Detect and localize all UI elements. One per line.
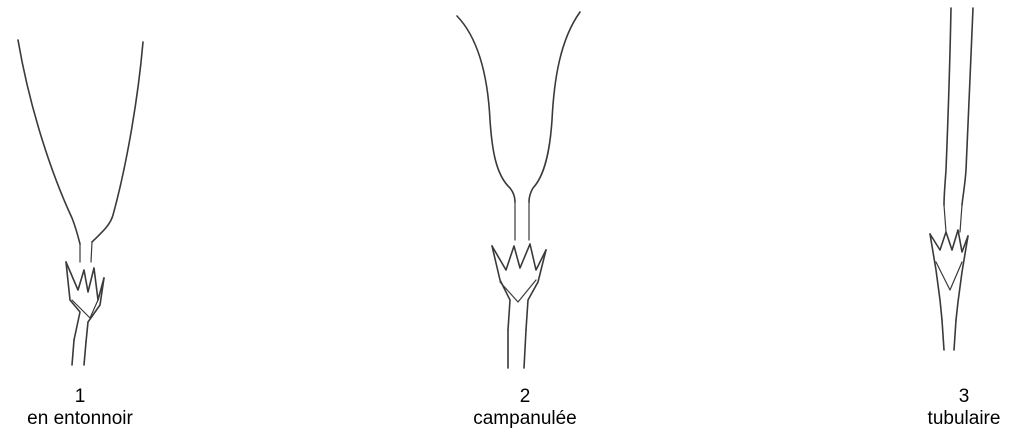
flower-tube-drawing [930, 8, 973, 350]
figure-label: tubulaire [914, 408, 1014, 430]
figure-number: 3 [914, 386, 1014, 408]
caption-funnel: 1 en entonnoir [0, 386, 160, 430]
figure-label: campanulée [440, 408, 610, 430]
flower-bell-drawing [457, 12, 580, 368]
flower-funnel-drawing [18, 40, 143, 365]
caption-bell: 2 campanulée [440, 386, 610, 430]
figure-number: 1 [0, 386, 160, 408]
figure-number: 2 [440, 386, 610, 408]
figure-label: en entonnoir [0, 408, 160, 430]
caption-tube: 3 tubulaire [914, 386, 1014, 430]
